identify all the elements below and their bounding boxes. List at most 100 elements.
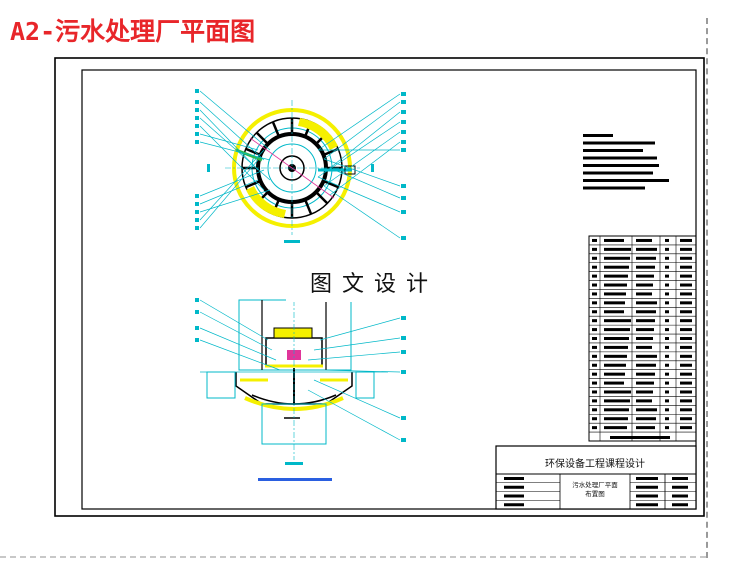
- equipment-table-cell-qty: [665, 238, 669, 242]
- equipment-table-cell-note: [680, 381, 692, 385]
- title-block-cell-extra: [672, 503, 688, 507]
- equipment-table-cell-name: [604, 337, 629, 340]
- equipment-table-cell-note: [680, 363, 692, 367]
- equipment-table-cell-index: [592, 247, 597, 251]
- equipment-table-cell-qty: [665, 256, 669, 260]
- plan-leader-right: [329, 141, 401, 196]
- equipment-table-cell-spec: [636, 265, 655, 269]
- plan-leader-right: [317, 93, 401, 151]
- section-inlet-chamber: [206, 371, 236, 399]
- equipment-table-cell-name: [604, 417, 628, 421]
- page-title: A2-污水处理厂平面图: [10, 17, 256, 46]
- equipment-table-cell-note: [680, 247, 692, 251]
- equipment-table-cell-qty: [665, 265, 669, 269]
- equipment-table-cell-name: [604, 274, 628, 278]
- equipment-table-cell-index: [592, 328, 597, 332]
- plan-leader-right: [329, 167, 401, 199]
- equipment-table-cell-index: [592, 283, 597, 287]
- equipment-table-cell-note: [680, 319, 692, 323]
- section-leader-number-right: [401, 350, 406, 354]
- plan-leader-number-left: [195, 89, 199, 93]
- equipment-table-cell-spec: [636, 390, 653, 394]
- title-block-cell-value: [636, 494, 658, 498]
- section-view-tank-icon: [195, 298, 406, 481]
- plan-leader-right: [329, 111, 401, 169]
- equipment-table-cell-index: [592, 256, 597, 260]
- plan-leader-right: [317, 176, 401, 213]
- equipment-table-cell-note: [680, 256, 692, 260]
- title-block-drawing-name: 污水处理厂平面 布置图: [562, 481, 628, 499]
- plan-leader-left: [199, 189, 271, 213]
- equipment-table-cell-qty: [665, 319, 669, 323]
- equipment-table-cell-spec: [636, 408, 657, 412]
- technical-note-line: [583, 171, 653, 175]
- equipment-table-cell-index: [592, 390, 597, 394]
- equipment-table-cell-index: [592, 274, 597, 278]
- equipment-table-cell-name: [604, 372, 625, 376]
- plan-spoke: [245, 147, 262, 157]
- title-block-drawing-name-line1: 污水处理厂平面: [572, 481, 618, 489]
- equipment-table-cell-qty: [665, 381, 669, 385]
- equipment-table-cell-qty: [665, 310, 669, 314]
- equipment-table-cell-note: [680, 310, 692, 314]
- plan-leader-number-right: [401, 236, 406, 240]
- section-leader-numbers: [195, 298, 406, 442]
- plan-spoke: [245, 179, 262, 189]
- technical-note-line: [583, 164, 659, 167]
- section-leader-number-right: [401, 316, 406, 320]
- section-leader-number-left: [195, 326, 199, 330]
- title-block-frame: [495, 445, 697, 510]
- plan-leader-right: [323, 185, 401, 239]
- section-leader-lines: [199, 299, 401, 441]
- equipment-table-cell-index: [592, 310, 597, 314]
- title-block-cell-extra: [672, 494, 688, 498]
- equipment-table-frame: [588, 235, 697, 442]
- equipment-table-cell-name: [604, 345, 628, 349]
- plan-leader-number-left: [195, 100, 199, 104]
- equipment-table-cell-spec: [636, 345, 652, 349]
- equipment-table-cell-qty: [665, 417, 669, 421]
- title-block-icon: [495, 445, 697, 510]
- equipment-table-cell-name: [604, 310, 624, 314]
- equipment-table-cell-spec: [636, 247, 657, 251]
- title-block-drawing-name-line2: 布置图: [585, 490, 605, 498]
- plan-leader-number-left: [195, 116, 199, 120]
- equipment-table-cell-note: [680, 354, 692, 358]
- equipment-table-cell-index: [592, 408, 597, 412]
- plan-leader-number-right: [401, 196, 406, 200]
- equipment-table-cell-qty: [665, 292, 669, 296]
- plan-leader-right: [323, 101, 401, 160]
- equipment-table-cell-name: [604, 408, 629, 412]
- plan-leader-left: [199, 90, 271, 151]
- technical-note-line: [583, 149, 643, 152]
- equipment-table-cell-name: [604, 328, 630, 332]
- plan-leader-left: [199, 149, 265, 221]
- section-leader-right: [313, 337, 401, 351]
- equipment-table-cell-spec: [636, 381, 654, 385]
- equipment-table-cell-note: [680, 328, 692, 332]
- equipment-table-cell-spec: [636, 274, 654, 278]
- plan-view-caption: [284, 240, 300, 243]
- title-block-cell-label: [504, 494, 524, 498]
- equipment-table-cell-note: [680, 337, 692, 340]
- technical-note-line: [583, 186, 645, 190]
- plan-leader-number-left: [195, 140, 199, 144]
- plan-spoke: [271, 121, 281, 138]
- equipment-table-cell-index: [592, 399, 597, 403]
- plan-leader-right: [317, 121, 401, 178]
- plan-leader-left: [199, 133, 259, 151]
- technical-note-line: [583, 134, 613, 137]
- title-block-rows: [496, 482, 696, 501]
- equipment-table-cell-note: [680, 238, 692, 242]
- section-subtitle-caption: [258, 478, 332, 481]
- plan-leader-left: [199, 169, 265, 197]
- plan-leader-number-right: [401, 110, 406, 114]
- equipment-table-cell-name: [604, 301, 625, 305]
- plan-leader-left: [199, 179, 259, 205]
- plan-leader-number-right: [401, 210, 406, 214]
- section-leader-left: [199, 311, 273, 351]
- section-leader-right: [307, 389, 401, 441]
- equipment-table-cell-name: [604, 363, 626, 367]
- equipment-table-cell-note: [680, 372, 692, 376]
- section-leader-number-right: [401, 438, 406, 442]
